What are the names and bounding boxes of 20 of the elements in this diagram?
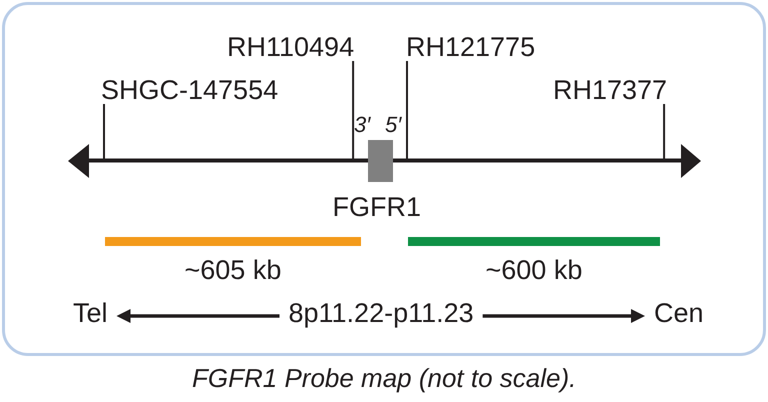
end-label: Cen [645, 300, 713, 327]
leader-line [103, 104, 105, 160]
marker-label: RH17377 [553, 77, 668, 104]
figure-caption: FGFR1 Probe map (not to scale). [192, 364, 576, 392]
leader-line [406, 61, 408, 160]
probe-size-label: ~605 kb [184, 257, 282, 284]
arrow [482, 309, 645, 323]
probe-size-label: ~600 kb [486, 257, 582, 284]
end-label: Tel [64, 300, 117, 327]
leader-line [663, 104, 666, 160]
gene-label: FGFR1 [332, 194, 422, 221]
leader-line [352, 61, 354, 160]
marker-label: SHGC-147554 [101, 77, 278, 104]
strand-end-label: 3′ [354, 114, 370, 136]
arrow [116, 309, 280, 323]
marker-label: RH110494 [227, 34, 354, 61]
strand-end-label: 5′ [385, 114, 402, 136]
marker-label: RH121775 [406, 34, 536, 61]
band-label: 8p11.22-p11.23 [280, 300, 483, 327]
rounded-frame [2, 2, 766, 356]
